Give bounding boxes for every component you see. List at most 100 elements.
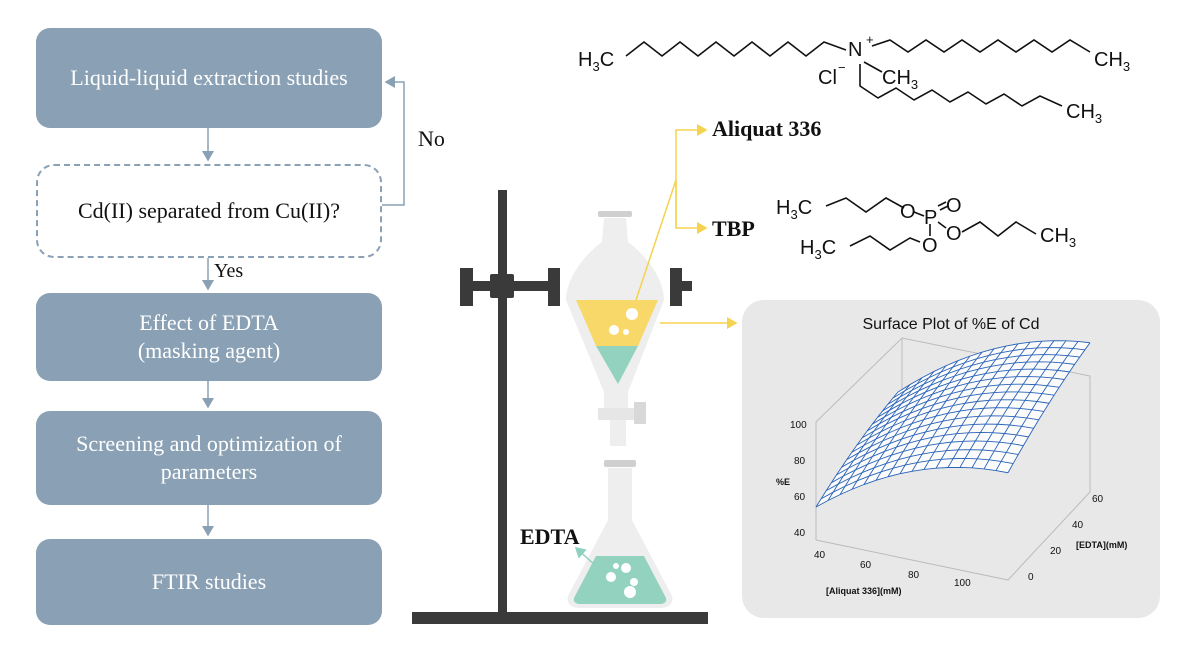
y-tick: 20 — [1050, 546, 1062, 557]
aliquat-label: Aliquat 336 — [712, 116, 822, 141]
bottom-octyl-chain — [859, 64, 1063, 107]
mesh-line — [887, 354, 1080, 405]
stand-base — [412, 612, 708, 624]
tbp-right: CH3 — [1040, 225, 1076, 250]
surface-fill — [816, 340, 1090, 507]
tbp-labels: H3C H3C CH3 O P O O O — [776, 195, 1076, 262]
connector-to-branch — [635, 179, 677, 301]
mesh-line — [846, 415, 1039, 461]
bubble — [621, 563, 631, 573]
x-ticks: 40 60 80 100 — [814, 550, 971, 589]
mesh-line — [877, 368, 1070, 418]
mesh-line — [861, 391, 1055, 439]
aliquat-methyl: CH3 — [882, 67, 918, 92]
funnel-stopper — [598, 211, 632, 217]
left-octyl-chain — [625, 40, 847, 58]
bubble — [609, 325, 619, 335]
step-label: FTIR studies — [151, 569, 267, 594]
z-tick: 80 — [794, 456, 806, 467]
mesh-line — [836, 432, 1029, 476]
surface-plot-title: Surface Plot of %E of Cd — [862, 316, 1040, 333]
aliquat-n-charge: + — [866, 32, 874, 47]
surface-plot-panel: Surface Plot of %E of Cd %E 100 80 60 40… — [742, 300, 1160, 618]
step-effect-of-edta: Effect of EDTA (masking agent) — [36, 293, 382, 381]
frame-front-y — [1007, 491, 1091, 581]
mesh-line — [897, 340, 1091, 393]
clamp-right-jaw — [548, 268, 560, 306]
z-axis-label: %E — [776, 477, 790, 487]
y-tick: 60 — [1092, 494, 1104, 505]
bubble — [613, 563, 619, 569]
clamp-joint — [490, 274, 514, 298]
stand-rod — [498, 190, 507, 614]
lab-stand — [412, 190, 708, 624]
tbp-top-left: H3C — [776, 197, 812, 222]
organic-layer — [576, 300, 658, 346]
step-label: Effect of EDTA (masking agent) — [137, 310, 281, 363]
surface-mesh — [815, 340, 1091, 508]
x-tick: 40 — [814, 550, 826, 561]
flask-solution — [573, 556, 667, 604]
tbp-top-chain — [825, 197, 905, 213]
step-label: Screening and optimization of parameters — [76, 431, 342, 484]
mesh-line — [856, 399, 1050, 446]
tbp-right-chain — [961, 221, 1037, 238]
separatory-funnel — [566, 211, 664, 446]
frame-front-x — [815, 539, 1009, 581]
flask-stopper — [604, 460, 636, 467]
bubble — [626, 308, 638, 320]
mesh-line — [831, 440, 1024, 484]
tbp-o3: O — [946, 223, 962, 245]
step-ftir-studies: FTIR studies — [36, 539, 382, 625]
edta-pointer-arrow — [574, 546, 597, 567]
connector-tbp — [675, 180, 708, 234]
step-liquid-liquid-extraction: Liquid-liquid extraction studies — [36, 28, 382, 128]
y-axis-label: [EDTA](mM) — [1076, 540, 1127, 550]
bubble — [623, 329, 629, 335]
tbp-label: TBP — [712, 216, 755, 241]
y-ticks: 0 20 40 60 — [1028, 494, 1104, 583]
tbp-p: P — [924, 207, 937, 229]
z-ticks: 100 80 60 40 — [790, 420, 807, 539]
tbp-o-double: O — [946, 195, 962, 217]
x-tick: 60 — [860, 560, 872, 571]
tbp-o1-p — [913, 211, 925, 217]
mesh-line — [851, 407, 1044, 453]
methyl-bond — [863, 61, 883, 73]
tbp-p-o-double-a — [937, 201, 947, 207]
aliquat-labels: H3C N + Cl − CH3 CH3 CH3 — [578, 32, 1130, 126]
mesh-line — [892, 347, 1085, 399]
mesh-line — [820, 457, 1014, 500]
aliquat-bottom-end: CH3 — [1066, 101, 1102, 126]
y-tick: 40 — [1072, 520, 1084, 531]
tbp-bottom-left: H3C — [800, 237, 836, 262]
right-octyl-chain — [871, 39, 1091, 53]
extractant-connectors — [635, 124, 738, 329]
surface-plot-svg: %E 100 80 60 40 40 60 80 100 [Aliquat 33… — [776, 337, 1127, 596]
x-tick: 100 — [954, 578, 971, 589]
aliquat-n-atom: N — [848, 39, 862, 61]
clamp-left-knob — [460, 268, 473, 306]
decision-cd-separated: Cd(II) separated from Cu(II)? — [36, 164, 382, 258]
aliquat-right-end: CH3 — [1094, 49, 1130, 74]
mesh-line — [872, 376, 1065, 425]
tbp-bottom-chain — [849, 235, 921, 251]
connector-aliquat — [675, 124, 708, 228]
mesh-line — [867, 383, 1060, 432]
tbp-p-o3 — [937, 221, 947, 229]
mesh-line — [882, 361, 1075, 412]
tbp-o2: O — [922, 235, 938, 257]
x-axis-label: [Aliquat 336](mM) — [826, 586, 902, 596]
aliquat-chloride-charge: − — [838, 60, 846, 75]
clamp-far-stub — [680, 281, 692, 291]
step-screening-optimization: Screening and optimization of parameters — [36, 411, 382, 505]
tbp-p-o-double-b — [939, 205, 949, 211]
yes-label: Yes — [214, 260, 244, 282]
mesh-line — [826, 449, 1019, 492]
tbp-o1: O — [900, 201, 916, 223]
stopcock — [598, 408, 638, 420]
conical-flask — [567, 460, 673, 608]
bubble — [624, 586, 636, 598]
edta-label: EDTA — [520, 524, 580, 549]
